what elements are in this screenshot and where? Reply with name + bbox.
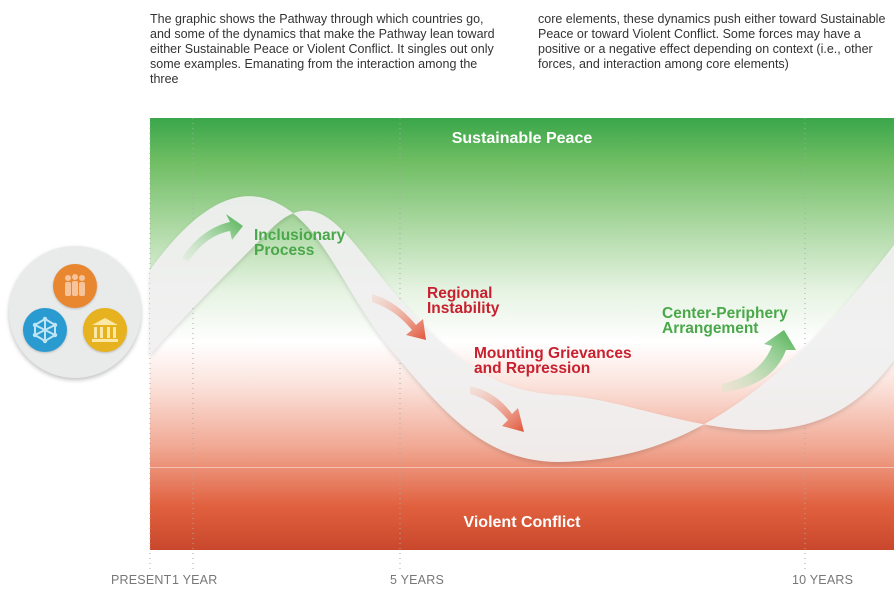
dynamic-line: Process [254,242,315,259]
dynamic-line: Inclusionary [254,227,346,244]
dynamic-line: Regional [427,285,493,302]
dynamic-mounting-grievances: Mounting Grievances and Repression [474,345,632,377]
timeline-10-years: 10 YEARS [792,573,854,587]
timeline-gridlines [149,118,806,570]
dynamic-line: Arrangement [662,320,759,337]
dynamic-center-periphery: Center-Periphery Arrangement [662,305,788,337]
grievances-arrow [470,386,524,432]
dynamic-regional-instability: Regional Instability [427,285,500,317]
center-periphery-arrow [722,330,796,392]
intro-text-left: The graphic shows the Pathway through wh… [150,12,495,86]
inclusionary-arrow [182,214,243,262]
regional-instability-arrow [372,294,426,340]
network-icon [23,308,67,352]
panel-divider [150,467,894,468]
sustainable-peace-label: Sustainable Peace [451,130,593,147]
timeline-present: PRESENT [111,573,172,587]
dynamic-line: and Repression [474,360,591,377]
violent-conflict-label: Violent Conflict [463,514,581,531]
intro-text-right: core elements, these dynamics push eithe… [538,12,886,71]
dynamic-inclusionary-process: Inclusionary Process [254,227,346,259]
pathway-band [150,196,894,462]
timeline-5-years: 5 YEARS [390,573,444,587]
dynamic-line: Center-Periphery [662,305,788,322]
dynamic-line: Instability [427,300,500,317]
institution-icon [83,308,127,352]
pathway-background [150,118,894,550]
dynamic-line: Mounting Grievances [474,345,632,362]
core-elements-badge [9,246,141,378]
people-icon [53,264,97,308]
timeline-1-year: 1 YEAR [172,573,218,587]
